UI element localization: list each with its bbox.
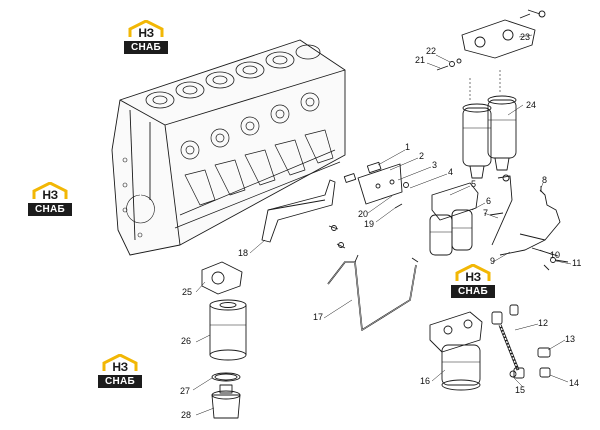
head-filter-bracket — [436, 9, 546, 71]
callout-labels: 1 2 3 4 5 6 7 8 9 10 11 12 13 14 15 16 1… — [180, 32, 581, 420]
callout-3: 3 — [432, 160, 437, 170]
brand-logo-left: НЗ СНАБ — [28, 182, 72, 218]
house-roof-icon — [128, 20, 164, 37]
logo-band: СНАБ — [124, 41, 168, 54]
logo-band: СНАБ — [98, 375, 142, 388]
house-roof-icon — [32, 182, 68, 199]
brand-logo-right: НЗ СНАБ — [451, 264, 495, 300]
callout-18: 18 — [238, 248, 248, 258]
callout-23: 23 — [520, 32, 530, 42]
brand-logo-top: НЗ СНАБ — [124, 20, 168, 56]
logo-mark: НЗ — [138, 26, 154, 40]
callout-26: 26 — [181, 336, 191, 346]
filter-assembly-center — [429, 174, 513, 256]
brand-logo-bottom: НЗ СНАБ — [98, 354, 142, 390]
callout-28: 28 — [181, 410, 191, 420]
callout-10: 10 — [550, 250, 560, 260]
callout-8: 8 — [542, 175, 547, 185]
hose-17 — [327, 254, 419, 331]
logo-mark: НЗ — [465, 270, 481, 284]
callout-15: 15 — [515, 385, 525, 395]
callout-24: 24 — [526, 100, 536, 110]
callout-21: 21 — [415, 55, 425, 65]
mounting-plate — [343, 161, 409, 209]
callout-22: 22 — [426, 46, 436, 56]
hose-12 — [491, 304, 551, 379]
o-ring-27 — [211, 372, 241, 382]
callout-14: 14 — [569, 378, 579, 388]
callout-17: 17 — [313, 312, 323, 322]
house-roof-icon — [102, 354, 138, 371]
callout-2: 2 — [419, 151, 424, 161]
leader-lines — [192, 34, 572, 416]
logo-mark: НЗ — [42, 188, 58, 202]
callout-27: 27 — [180, 386, 190, 396]
callout-16: 16 — [420, 376, 430, 386]
bracket-18 — [261, 179, 346, 249]
filter-element-26 — [209, 299, 247, 361]
logo-mark: НЗ — [112, 360, 128, 374]
callout-4: 4 — [448, 167, 453, 177]
logo-band: СНАБ — [28, 203, 72, 216]
callout-9: 9 — [490, 256, 495, 266]
house-roof-icon — [455, 264, 491, 281]
logo-band: СНАБ — [451, 285, 495, 298]
callout-19: 19 — [364, 219, 374, 229]
callout-12: 12 — [538, 318, 548, 328]
filter-head-25 — [201, 261, 243, 295]
lower-filter-16 — [429, 311, 483, 391]
callout-13: 13 — [565, 334, 575, 344]
callout-20: 20 — [358, 209, 368, 219]
callout-5: 5 — [471, 179, 476, 189]
engine-block — [111, 39, 346, 256]
callout-11: 11 — [572, 258, 581, 268]
drain-valve-28 — [211, 384, 241, 419]
callout-1: 1 — [405, 142, 410, 152]
callout-25: 25 — [182, 287, 192, 297]
callout-6: 6 — [486, 196, 491, 206]
filter-pair-24 — [462, 70, 517, 179]
callout-7: 7 — [483, 208, 488, 218]
